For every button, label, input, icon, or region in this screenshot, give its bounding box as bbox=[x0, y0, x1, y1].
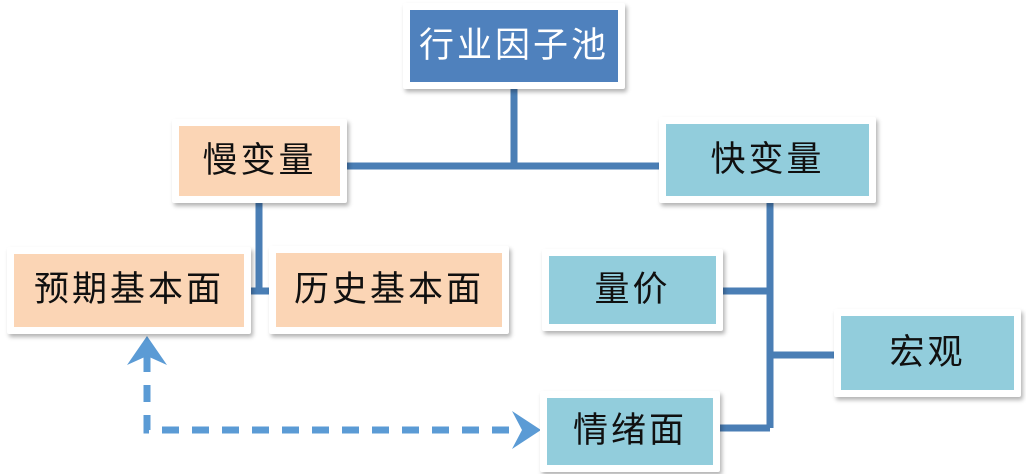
node-fill: 慢变量 bbox=[179, 126, 340, 196]
edge-sentiment-to-expected-dashed bbox=[143, 355, 523, 434]
node-slow-variable[interactable]: 慢变量 bbox=[172, 119, 347, 203]
node-fill: 宏观 bbox=[841, 316, 1014, 390]
node-label: 预期基本面 bbox=[33, 270, 224, 310]
node-fill: 历史基本面 bbox=[276, 253, 502, 327]
node-label: 量价 bbox=[594, 269, 671, 310]
node-volume-price[interactable]: 量价 bbox=[542, 249, 723, 331]
node-expected-fundamentals[interactable]: 预期基本面 bbox=[7, 247, 251, 334]
node-fill: 快变量 bbox=[666, 124, 869, 196]
node-label: 情绪面 bbox=[572, 411, 687, 451]
node-label: 历史基本面 bbox=[293, 269, 484, 310]
node-label: 慢变量 bbox=[202, 140, 317, 181]
node-label: 行业因子池 bbox=[418, 25, 609, 66]
node-fast-variable[interactable]: 快变量 bbox=[659, 117, 876, 203]
dashed-arrowhead-right bbox=[512, 411, 541, 449]
node-fill: 量价 bbox=[549, 256, 716, 324]
dashed-arrowhead-up bbox=[127, 336, 167, 365]
node-sentiment[interactable]: 情绪面 bbox=[540, 391, 720, 472]
node-fill: 情绪面 bbox=[547, 398, 713, 465]
node-label: 宏观 bbox=[889, 332, 966, 373]
node-fill: 行业因子池 bbox=[410, 10, 618, 82]
node-industry-factor-pool[interactable]: 行业因子池 bbox=[403, 3, 625, 89]
node-fill: 预期基本面 bbox=[14, 254, 244, 327]
node-historical-fundamentals[interactable]: 历史基本面 bbox=[269, 246, 509, 334]
node-macro[interactable]: 宏观 bbox=[834, 309, 1021, 397]
node-label: 快变量 bbox=[710, 139, 825, 180]
